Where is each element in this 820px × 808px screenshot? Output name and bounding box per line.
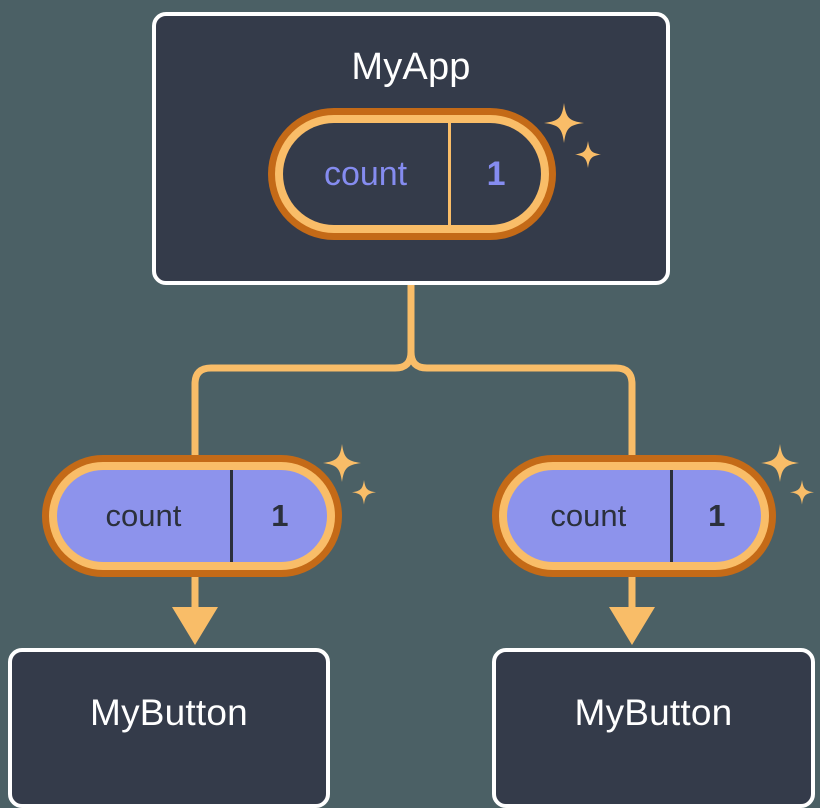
state-pill-right[interactable]: count 1 [492, 455, 776, 577]
component-title-myapp: MyApp [351, 46, 471, 88]
state-key-label: count [105, 498, 182, 533]
state-pill-body: count 1 [507, 470, 761, 562]
state-pill-ring-inner: count 1 [49, 462, 335, 570]
diagram-canvas: MyApp count 1 count 1 [8, 12, 815, 808]
arrow-down-icon-right [609, 607, 655, 645]
state-value-label: 1 [669, 470, 761, 562]
state-pill-ring-inner: count 1 [275, 115, 549, 233]
component-title-mybutton: MyButton [90, 692, 248, 733]
state-pill-ring-inner: count 1 [499, 462, 769, 570]
state-pill-body: count 1 [57, 470, 327, 562]
state-value-label: 1 [448, 123, 541, 225]
sparkle-icon-large [323, 444, 361, 482]
connector-root-to-left-pill [191, 281, 415, 459]
component-card-mybutton-left[interactable]: MyButton [8, 648, 330, 808]
state-value-label: 1 [229, 470, 327, 562]
component-title-mybutton: MyButton [574, 692, 733, 733]
connector-root-to-right-pill [407, 281, 636, 459]
state-pill-body: count 1 [283, 123, 541, 225]
state-key-label: count [323, 154, 408, 193]
sparkle-icon-small [790, 480, 814, 505]
arrow-down-icon-left [172, 607, 218, 645]
state-pill-left[interactable]: count 1 [42, 455, 342, 577]
component-card-mybutton-right[interactable]: MyButton [492, 648, 815, 808]
sparkle-icon-large [761, 444, 799, 482]
sparkle-icon-small [352, 480, 376, 505]
state-pill-myapp[interactable]: count 1 [268, 108, 556, 240]
state-key-label: count [550, 498, 627, 533]
